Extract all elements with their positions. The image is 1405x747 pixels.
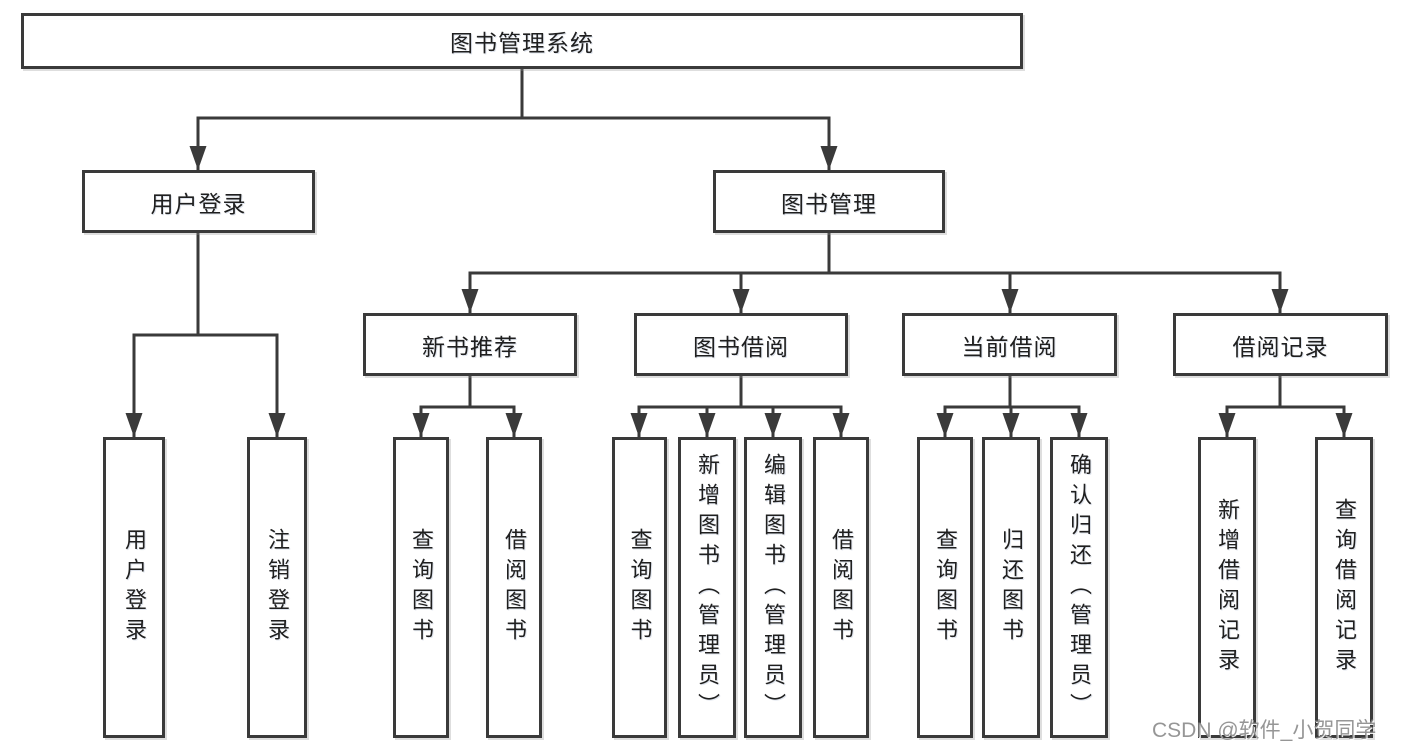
watermark: CSDN @软件_小贺同学 [1152, 719, 1377, 742]
connector-borrow-records-to-leaves [1218, 374, 1353, 439]
node-borrow-records: 借阅记录 [1173, 313, 1388, 376]
connector-book-borrowing-to-leaves [630, 374, 850, 439]
node-leaf-query-books-recommend: 查询图书 [393, 437, 449, 738]
connector-root-to-level2 [189, 67, 838, 172]
node-user-login: 用户登录 [82, 170, 315, 233]
connector-new-book-recommend-to-leaves [412, 374, 523, 439]
node-current-borrowing: 当前借阅 [902, 313, 1117, 376]
connector-current-borrowing-to-leaves [936, 374, 1088, 439]
node-book-management: 图书管理 [713, 170, 945, 233]
node-leaf-add-borrow-record: 新增借阅记录 [1198, 437, 1256, 738]
node-leaf-borrow-books-borrowing: 借阅图书 [813, 437, 869, 738]
node-leaf-query-borrow-record: 查询借阅记录 [1315, 437, 1373, 738]
connector-book-management-to-level3 [461, 231, 1289, 315]
node-leaf-user-login: 用户登录 [103, 437, 165, 738]
node-leaf-query-books-current: 查询图书 [917, 437, 973, 738]
node-leaf-borrow-books-recommend: 借阅图书 [486, 437, 542, 738]
node-new-book-recommend: 新书推荐 [363, 313, 577, 376]
node-leaf-query-books-borrowing: 查询图书 [612, 437, 667, 738]
node-leaf-return-books: 归还图书 [982, 437, 1040, 738]
node-book-borrowing: 图书借阅 [634, 313, 848, 376]
node-leaf-logout: 注销登录 [247, 437, 307, 738]
connector-user-login-to-leaves [125, 231, 286, 439]
node-leaf-edit-books-admin: 编辑图书（管理员） [744, 437, 802, 738]
node-leaf-add-books-admin: 新增图书（管理员） [678, 437, 736, 738]
node-leaf-confirm-return-admin: 确认归还（管理员） [1050, 437, 1108, 738]
node-root-system: 图书管理系统 [21, 13, 1023, 69]
